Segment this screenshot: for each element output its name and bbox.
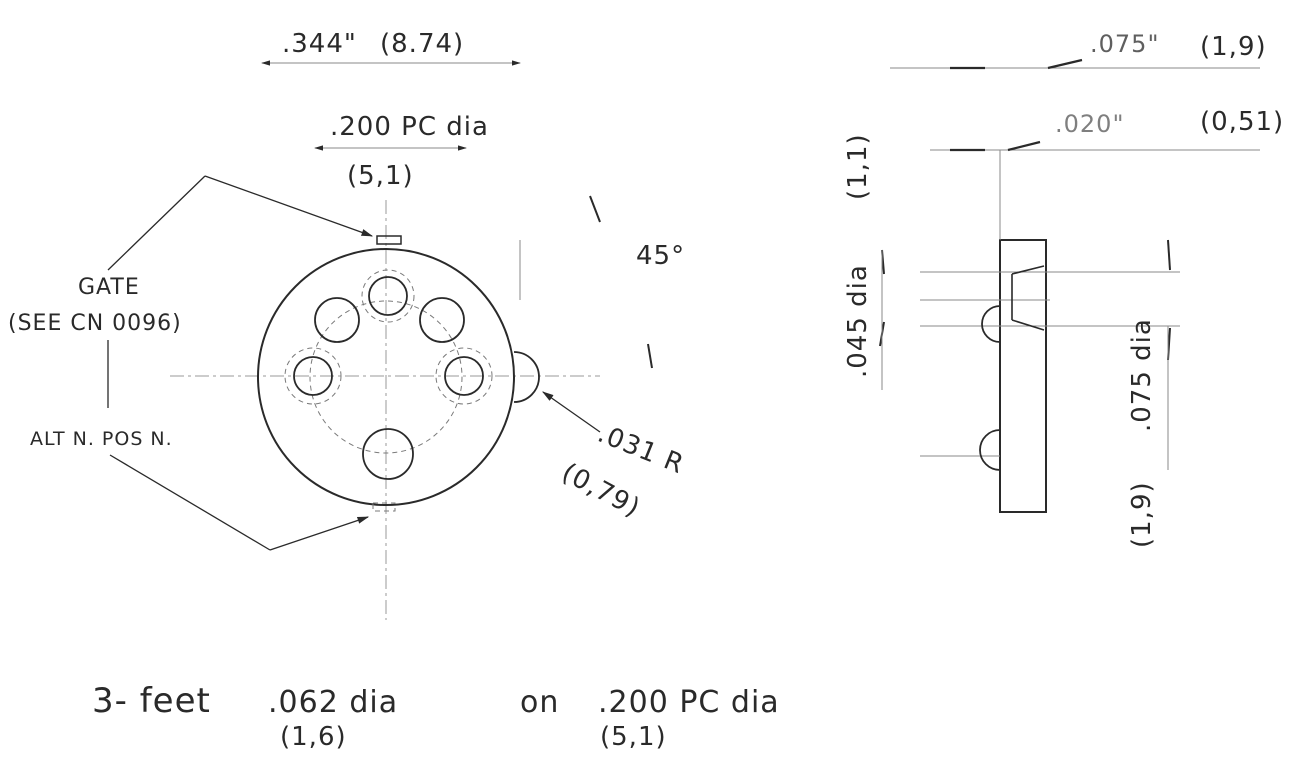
height-arrow-right (1047, 58, 1083, 70)
step-dim-label: .020" (1055, 110, 1124, 138)
counterbore-dia-mm-label: (1,9) (1127, 481, 1157, 548)
side-foot-lower (979, 429, 1001, 471)
note-pc-dia: .200 PC dia (598, 685, 780, 720)
gate-reference-label: (SEE CN 0096) (8, 311, 182, 336)
overall-width-mm-label: (8.74) (380, 29, 464, 59)
hole-right (435, 347, 493, 405)
side-foot-upper (981, 305, 1001, 343)
cb-dia-arrow-upper (1167, 239, 1171, 271)
gate-top (376, 235, 402, 245)
hole-upper-right (419, 297, 465, 343)
gate-leader-line (107, 175, 206, 271)
counterbore-dia-label: .075 dia (1127, 318, 1157, 432)
note-pc-dia-mm: (5,1) (600, 722, 667, 752)
step-dim-mm-label: (0,51) (1200, 107, 1284, 137)
angle-label: 45° (636, 241, 685, 271)
radius-leader-line (542, 391, 601, 433)
pc-dia-label: .200 PC dia (330, 112, 489, 142)
body-outline (257, 248, 515, 506)
gate-alt-bottom (372, 502, 396, 512)
note-prefix: 3- feet (92, 681, 211, 721)
hole-dia-label: .045 dia (843, 264, 873, 378)
step-arrow-right (1007, 140, 1041, 152)
alt-leader-line-2 (109, 454, 271, 551)
plan-view: .344" (8.74) .200 PC dia (5,1) 45° GATE … (8, 29, 688, 620)
gate-label: GATE (78, 275, 140, 300)
alternate-position-label: ALT N. POS N. (30, 428, 173, 450)
pc-dia-mm-label: (5,1) (347, 161, 414, 191)
side-body (999, 239, 1047, 513)
gate-leader-line-2 (204, 175, 374, 237)
hole-bottom (362, 428, 414, 480)
hole-upper-left (314, 297, 360, 343)
hole-section (1011, 265, 1045, 331)
side-boss (513, 351, 540, 403)
height-dim-mm-label: (1,9) (1200, 32, 1267, 62)
height-dim-label: .075" (1090, 30, 1159, 58)
radius-label: .031 R (593, 419, 688, 481)
angle-arrow-lower (647, 343, 653, 369)
overall-width-label: .344" (282, 29, 357, 59)
note-on: on (520, 685, 559, 720)
alt-leader-line-3 (269, 516, 370, 551)
hole-top (361, 269, 415, 323)
radius-mm-label: (0,79) (557, 458, 645, 524)
feet-note: 3- feet .062 dia (1,6) on .200 PC dia (5… (92, 681, 780, 752)
note-feet-dia: .062 dia (268, 685, 398, 720)
note-feet-dia-mm: (1,6) (280, 722, 347, 752)
angle-arrow-upper (589, 195, 601, 223)
hole-dia-mm-label: (1,1) (843, 133, 873, 200)
pitch-circle (309, 300, 463, 454)
side-view: .075" (1,9) .020" (0,51) .045 dia (1,1) … (843, 30, 1284, 548)
hole-left (284, 347, 342, 405)
